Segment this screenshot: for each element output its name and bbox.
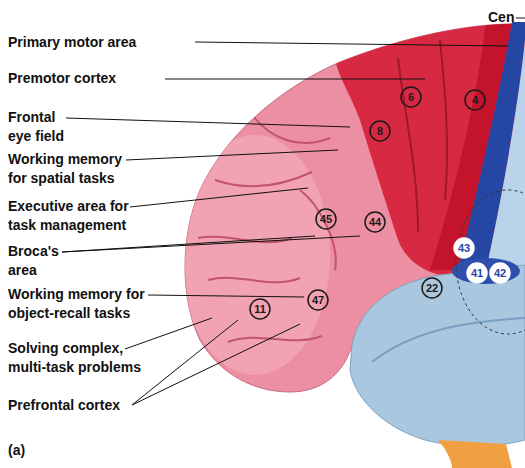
callout-circle: 45 (315, 208, 337, 230)
callout-number: 8 (369, 120, 391, 142)
callout-number: 43 (453, 237, 475, 259)
gyrus-line (208, 278, 300, 282)
callout-ring (250, 299, 270, 319)
region-label: Working memory for spatial tasks (8, 150, 138, 188)
callout-circle: 44 (364, 211, 386, 233)
callout-ring (401, 87, 421, 107)
callout-ring (365, 212, 385, 232)
parietal-lobe (486, 40, 525, 270)
callout-circle: 43 (453, 237, 475, 259)
gyrus-line (300, 190, 336, 270)
callout-number: 6 (400, 86, 422, 108)
auditory-cortex (452, 258, 520, 284)
gyrus-line (215, 172, 312, 186)
callout-circle: 22 (421, 277, 443, 299)
leader-line (132, 320, 238, 405)
callout-number: 11 (249, 298, 271, 320)
callout-circle: 47 (307, 289, 329, 311)
callout-circle: 4 (464, 89, 486, 111)
temporal-lobe (350, 265, 525, 446)
callout-number: 41 (466, 262, 488, 284)
gyrus-line (250, 112, 330, 143)
region-label: Primary motor area (8, 33, 136, 52)
leader-line (195, 42, 508, 46)
region-label: Broca's area (8, 242, 68, 280)
callout-ring (422, 278, 442, 298)
leader-line (148, 295, 304, 297)
callout-circle: 41 (466, 262, 488, 284)
callout-ring (490, 263, 510, 283)
callout-number: 22 (421, 277, 443, 299)
gyrus-line (228, 336, 322, 342)
region-label: Working memory for object-recall tasks (8, 285, 168, 323)
callout-number: 44 (364, 211, 386, 233)
dashed-outline (456, 190, 525, 334)
region-label: Cen (488, 8, 514, 27)
leader-line (66, 118, 350, 127)
region-label: Prefrontal cortex (8, 396, 120, 415)
callout-ring (316, 209, 336, 229)
callout-number: 4 (464, 89, 486, 111)
callout-ring (465, 90, 485, 110)
callout-circle: 6 (400, 86, 422, 108)
region-label: Solving complex, multi-task problems (8, 339, 148, 377)
leader-line (165, 79, 425, 80)
leader-line (126, 150, 338, 160)
callout-circle: 11 (249, 298, 271, 320)
sulcus-line (398, 58, 418, 232)
gyrus-line (198, 237, 292, 242)
callout-ring (454, 238, 474, 258)
temporal-sulcus (372, 318, 525, 362)
postcentral-band (458, 22, 525, 270)
prefrontal-shade (180, 135, 330, 375)
callout-number: 45 (315, 208, 337, 230)
callout-circle: 42 (489, 262, 511, 284)
region-label: Executive area for task management (8, 197, 148, 235)
callout-circle: 8 (369, 120, 391, 142)
callout-ring (467, 263, 487, 283)
leader-line (130, 188, 308, 207)
leader-line (62, 236, 360, 252)
leader-line (132, 324, 300, 405)
callout-ring (370, 121, 390, 141)
callout-number: 47 (307, 289, 329, 311)
leader-line (516, 18, 525, 19)
sulcus-line (440, 40, 447, 200)
leader-line (125, 318, 212, 349)
callout-ring (308, 290, 328, 310)
region-label: Frontal eye field (8, 108, 78, 146)
region-label: (a) (8, 441, 25, 460)
region-label: Premotor cortex (8, 69, 116, 88)
brainstem (438, 440, 512, 468)
callout-number: 42 (489, 262, 511, 284)
